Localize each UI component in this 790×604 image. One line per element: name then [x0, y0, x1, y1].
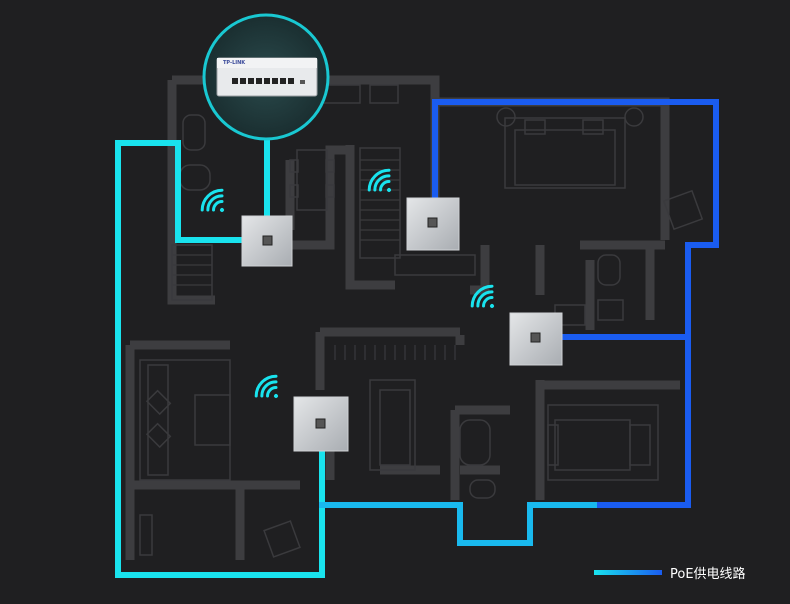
poe-line-bottom [319, 502, 603, 546]
ap-right [509, 312, 563, 366]
legend-swatch [594, 570, 662, 575]
wifi-icon [200, 188, 224, 212]
legend-label: PoE供电线路 [670, 567, 746, 582]
poe-lines [115, 99, 719, 578]
ap-center [406, 197, 460, 251]
floor-plan-furniture [139, 84, 704, 558]
ap-left-upper [241, 215, 293, 267]
wifi-icon [254, 374, 278, 398]
switch-callout [202, 13, 330, 141]
ap-bottom-left [293, 396, 349, 452]
wifi-icon [470, 284, 494, 308]
wifi-icon [367, 168, 391, 192]
switch-brand-label: TP-LINK [223, 60, 246, 66]
poe-line-right [432, 99, 719, 508]
poe-line-left-loop [115, 140, 325, 578]
stair-hatching [172, 159, 456, 360]
